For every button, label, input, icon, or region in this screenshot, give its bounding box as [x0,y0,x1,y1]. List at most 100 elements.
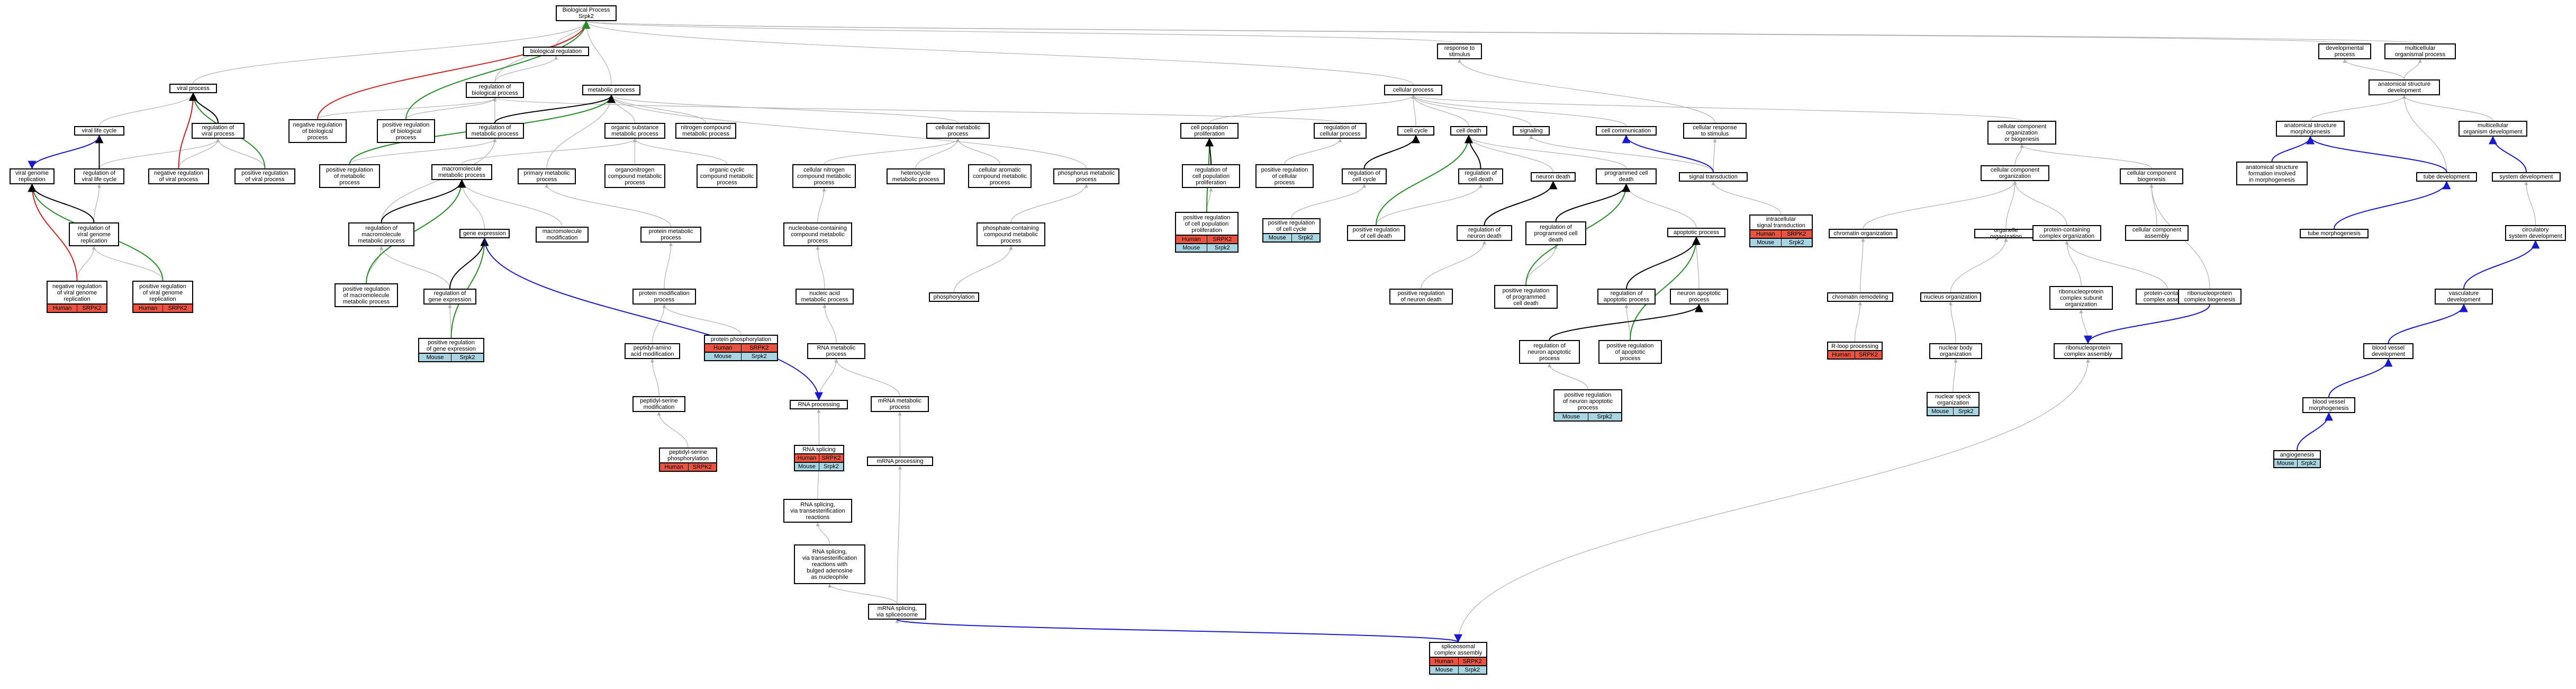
go-term-prnd[interactable]: positive regulation of neuron death [1389,289,1453,305]
go-term-td[interactable]: tube development [2416,172,2477,182]
go-term-prccy[interactable]: positive regulation of cell cycle [1262,218,1321,234]
go-term-rvlc[interactable]: regulation of viral life cycle [74,168,124,184]
go-term-psm[interactable]: peptidyl-serine modification [632,396,685,412]
go-term-prbp[interactable]: positive regulation of biological proces… [377,119,435,143]
go-term-camp[interactable]: cellular aromatic compound metabolic pro… [968,164,1032,188]
go-term-asd[interactable]: anatomical structure development [2369,79,2440,95]
go-term-nbso[interactable]: nuclear body organization [1929,343,1982,359]
go-term-prcd[interactable]: positive regulation of cell death [1347,225,1405,241]
go-term-ap[interactable]: apoptotic process [1667,228,1725,237]
go-term-rvp[interactable]: regulation of viral process [192,123,245,139]
go-term-vgr[interactable]: viral genome replication [10,168,55,184]
go-term-cmp[interactable]: cellular metabolic process [926,123,990,139]
go-term-bp[interactable]: Biological Process Srpk2 [556,5,617,21]
go-term-cd[interactable]: cell death [1450,126,1487,136]
go-term-sig[interactable]: signaling [1513,126,1550,136]
go-term-cc[interactable]: cell cycle [1397,126,1434,136]
go-term-tm[interactable]: tube morphogenesis [2300,229,2369,238]
go-term-prcpp[interactable]: positive regulation of cell population p… [1175,212,1239,236]
go-term-rmmp[interactable]: regulation of macromolecule metabolic pr… [348,222,414,246]
go-term-chrr[interactable]: chromatin remodeling [1827,292,1893,302]
go-term-rcpp[interactable]: regulation of cell population proliferat… [1182,164,1240,188]
go-term-dev[interactable]: developmental process [2318,43,2371,59]
go-term-rcd[interactable]: regulation of cell death [1458,168,1503,184]
go-term-chro[interactable]: chromatin organization [1829,229,1897,238]
go-term-ccob[interactable]: cellular component organization or bioge… [1987,121,2056,145]
go-term-rnamp[interactable]: RNA metabolic process [807,343,865,359]
go-term-rpcd[interactable]: regulation of programmed cell death [1525,221,1586,245]
go-term-osmp[interactable]: organic substance metabolic process [604,123,665,139]
go-term-rts[interactable]: response to stimulus [1437,43,1482,59]
go-term-mm[interactable]: macromolecule modification [536,227,589,243]
go-term-ncmp[interactable]: nitrogen compound metabolic process [675,123,736,139]
go-term-mrs[interactable]: mRNA splicing, via spliceosome [868,604,926,620]
go-term-rca[interactable]: ribonucleoprotein complex assembly [2054,343,2122,359]
go-term-nrbp[interactable]: negative regulation of biological proces… [288,119,347,143]
go-term-prpcd[interactable]: positive regulation of programmed cell d… [1494,285,1558,309]
go-term-prmeta[interactable]: protein metabolic process [640,227,701,243]
go-term-hmp[interactable]: heterocycle metabolic process [887,168,945,184]
go-term-asm[interactable]: anatomical structure morphogenesis [2276,121,2345,137]
go-term-pcmp[interactable]: phosphate-containing compound metabolic … [977,222,1045,246]
go-term-mrp[interactable]: mRNA processing [867,457,933,466]
go-term-rap[interactable]: regulation of apoptotic process [1597,289,1656,305]
go-term-cp[interactable]: cellular process [1384,85,1442,95]
go-term-rnp[interactable]: RNA processing [790,400,848,409]
go-term-mop[interactable]: multicellular organismal process [2384,43,2456,59]
go-term-mrmp[interactable]: mRNA metabolic process [871,396,929,412]
go-term-prnap[interactable]: positive regulation of neuron apoptotic … [1553,389,1622,413]
go-term-rs[interactable]: RNA splicing [794,445,844,454]
go-term-rcso[interactable]: ribonucleoprotein complex subunit organi… [2049,286,2113,310]
go-term-vd[interactable]: vasculature development [2435,289,2493,305]
go-term-mp[interactable]: metabolic process [582,85,640,95]
go-term-prvgr[interactable]: positive regulation of viral genome repl… [132,281,193,305]
go-term-ncmp2[interactable]: nucleobase-containing compound metabolic… [783,222,852,246]
go-term-rmp[interactable]: regulation of metabolic process [466,123,524,139]
go-term-cnmp[interactable]: cellular nitrogen compound metabolic pro… [792,164,856,188]
go-term-ist[interactable]: intracellular signal transduction [1749,214,1813,230]
go-term-bvm[interactable]: blood vessel morphogenesis [2302,397,2355,413]
go-term-rge[interactable]: regulation of gene expression [423,289,476,305]
go-term-rstr[interactable]: RNA splicing, via transesterification re… [783,499,852,523]
go-term-mod[interactable]: multicellular organism development [2459,121,2527,137]
go-term-asfm[interactable]: anatomical structure formation involved … [2236,162,2308,185]
go-term-nrvp[interactable]: negative regulation of viral process [148,168,209,184]
go-term-crs[interactable]: cellular response to stimulus [1683,123,1747,139]
go-term-pmp[interactable]: primary metabolic process [518,168,576,184]
go-term-cca[interactable]: cellular component assembly [2125,225,2189,241]
go-term-vlc[interactable]: viral life cycle [74,126,124,136]
go-term-nso[interactable]: nuclear speck organization [1927,392,1980,408]
go-term-prmp[interactable]: positive regulation of metabolic process [319,164,380,188]
go-term-rcp[interactable]: regulation of cellular process [1314,123,1367,139]
go-term-cco[interactable]: cellular component organization [1981,165,2049,181]
go-term-bvd[interactable]: blood vessel development [2363,343,2414,359]
go-term-ge[interactable]: gene expression [459,229,510,238]
go-term-prvp[interactable]: positive regulation of viral process [234,168,295,184]
go-term-rvgr[interactable]: regulation of viral genome replication [69,222,119,246]
go-term-nbo[interactable]: nucleus organization [1920,292,1981,302]
go-term-st[interactable]: signal transduction [1679,172,1748,182]
go-term-phos[interactable]: phosphorylation [929,292,979,302]
go-term-rstrb[interactable]: RNA splicing, via transesterification re… [794,544,865,584]
go-term-nrvgr[interactable]: negative regulation of viral genome repl… [47,281,107,305]
go-term-prmmp[interactable]: positive regulation of macromolecule met… [335,283,398,307]
go-term-rocc[interactable]: regulation of cell cycle [1342,168,1387,184]
go-term-rnap[interactable]: regulation of neuron apoptotic process [1519,340,1580,364]
go-term-pcco[interactable]: protein-containing complex organization [2032,225,2101,241]
go-term-ccom[interactable]: cell communication [1596,126,1657,136]
go-term-phmp[interactable]: phosphorus metabolic process [1053,168,1119,184]
go-term-prge[interactable]: positive regulation of gene expression [418,338,484,354]
go-term-orgo[interactable]: organelle organization [1974,227,2038,240]
go-term-rcb[interactable]: ribonucleoprotein complex biogenesis [2178,289,2241,305]
go-term-sd[interactable]: system development [2492,172,2561,182]
go-term-paam[interactable]: peptidyl-amino acid modification [625,343,680,359]
go-term-ccb[interactable]: cellular component biogenesis [2120,168,2183,184]
go-term-prcp[interactable]: positive regulation of cellular process [1255,164,1314,188]
go-term-nam[interactable]: nucleic acid metabolic process [796,289,854,305]
go-term-rnd[interactable]: regulation of neuron death [1457,225,1512,241]
go-term-pmod[interactable]: protein modification process [632,289,696,305]
go-term-pcd[interactable]: programmed cell death [1596,168,1657,184]
go-term-prap[interactable]: positive regulation of apoptotic process [1598,340,1662,364]
go-term-nd[interactable]: neuron death [1531,172,1576,182]
go-term-breg[interactable]: biological regulation [523,47,589,56]
